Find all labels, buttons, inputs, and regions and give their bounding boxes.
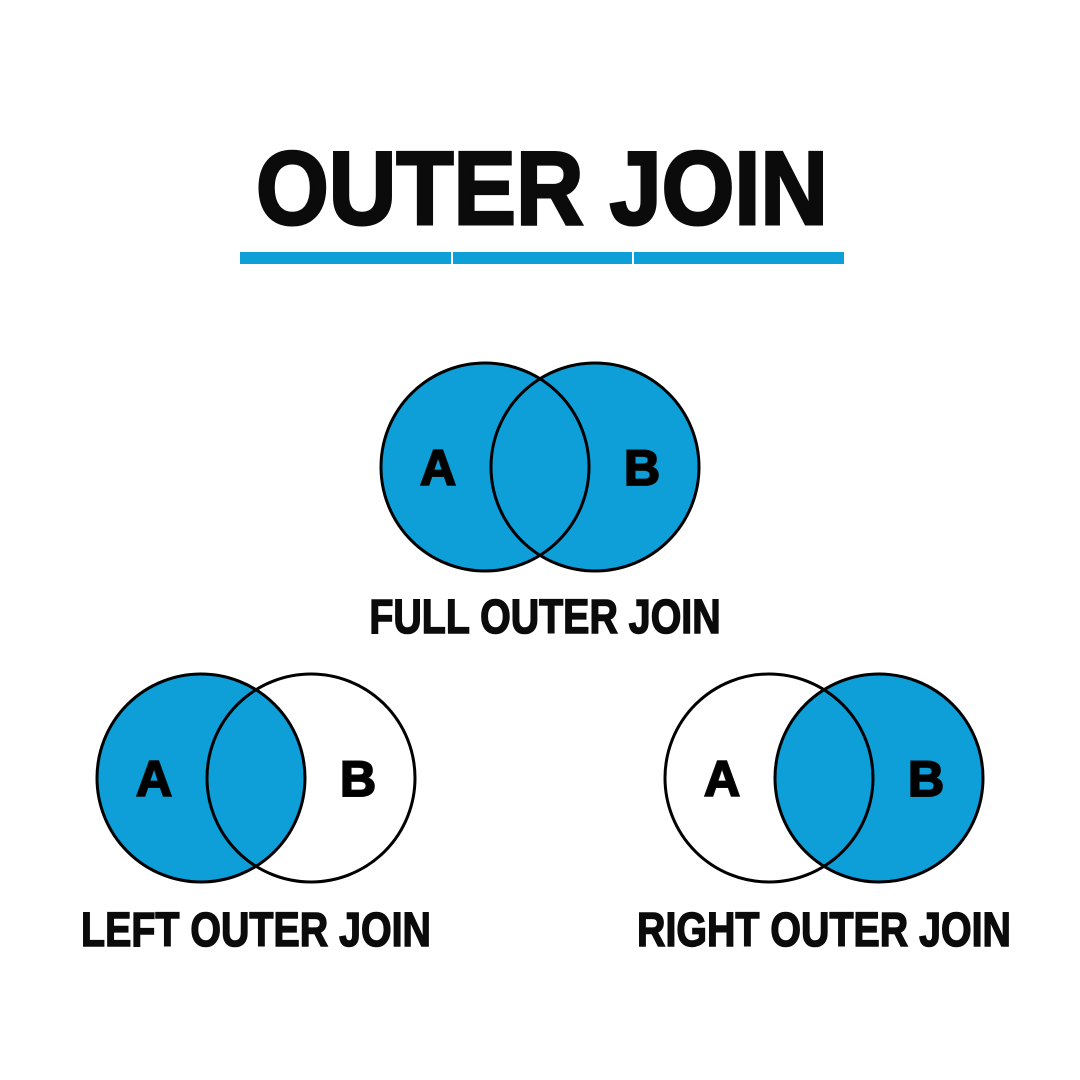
venn-right-circle-a-outline bbox=[663, 672, 875, 884]
venn-full-set-b-label: B bbox=[624, 440, 660, 496]
venn-left-set-b-label: B bbox=[340, 751, 376, 807]
venn-right-set-a-label: A bbox=[704, 751, 740, 807]
venn-right-circle-b-fill bbox=[775, 674, 983, 882]
venn-left-circle-a-fill bbox=[97, 674, 305, 882]
venn-right-set-b-label: B bbox=[908, 751, 944, 807]
venn-left-set-a-label: A bbox=[136, 751, 172, 807]
venn-full-outer-join: A B bbox=[379, 361, 701, 573]
caption-right-outer-join: RIGHT OUTER JOIN bbox=[636, 904, 1011, 957]
venn-full-circle-a-outline bbox=[379, 361, 591, 573]
title-underline bbox=[240, 252, 846, 264]
venn-left-circle-a-outline bbox=[95, 672, 307, 884]
venn-left-circle-b-outline bbox=[205, 672, 417, 884]
caption-left-outer-join: LEFT OUTER JOIN bbox=[80, 904, 431, 957]
venn-left-outer-join: A B bbox=[95, 672, 417, 884]
page-title: OUTER JOIN bbox=[255, 131, 830, 247]
venn-full-circle-b-fill bbox=[491, 363, 699, 571]
caption-full-outer-join: FULL OUTER JOIN bbox=[369, 591, 722, 644]
venn-right-outer-join: A B bbox=[663, 672, 985, 884]
title-underline-segment bbox=[240, 252, 451, 264]
title-underline-segment bbox=[634, 252, 844, 264]
title-underline-segment bbox=[453, 252, 632, 264]
venn-right-circle-b-outline bbox=[773, 672, 985, 884]
venn-full-circle-b-outline bbox=[489, 361, 701, 573]
venn-full-set-a-label: A bbox=[420, 440, 456, 496]
